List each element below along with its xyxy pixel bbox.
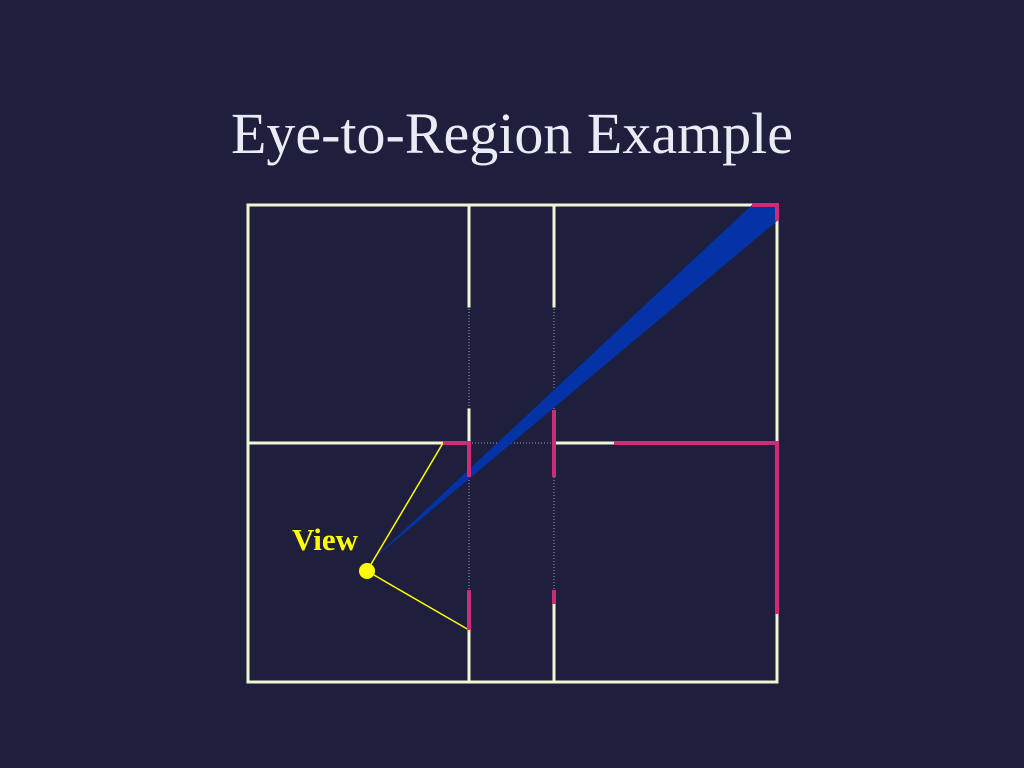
slide-title: Eye-to-Region Example [230, 101, 794, 166]
sightline-cone [372, 205, 777, 560]
frustum-edge-lower [366, 570, 470, 631]
viewer-label: View [292, 522, 359, 557]
visible-segment-right-room [614, 441, 779, 614]
frustum-edge-upper [366, 442, 444, 572]
visible-segment-left-corner [443, 441, 471, 477]
portal-openings [468, 306, 614, 590]
visible-segment-top-corner [752, 203, 779, 221]
view-frustum [366, 442, 470, 631]
visible-segments [443, 203, 779, 630]
viewer-point [359, 563, 375, 579]
